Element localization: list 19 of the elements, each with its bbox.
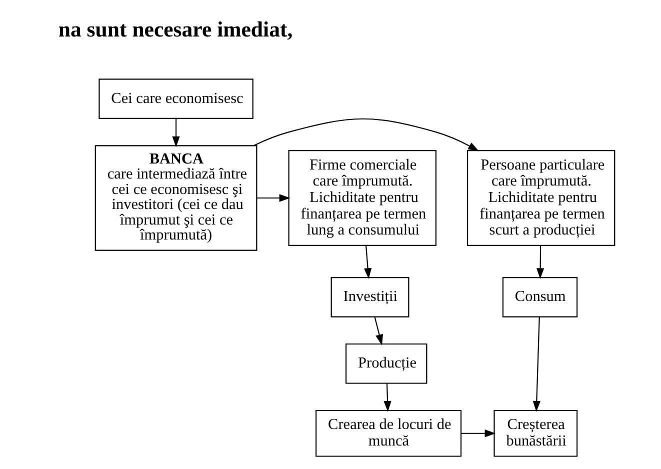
node-box: Cei care economisesc bbox=[98, 78, 254, 119]
arrow bbox=[172, 118, 180, 148]
node-box: BANCA care intermediază între cei ce economisesc şi investitori (cei ce dau împrumut şi cei ce împrumută) bbox=[94, 145, 258, 251]
arrow bbox=[374, 316, 383, 346]
node-box: Consum bbox=[502, 277, 578, 318]
node-box: Crearea de locuri de muncă bbox=[316, 410, 462, 457]
arrow bbox=[536, 246, 544, 280]
node-box: Producție bbox=[345, 343, 428, 384]
arrow bbox=[532, 316, 540, 412]
arrow bbox=[461, 430, 496, 438]
node-box: Persoane particulare care împrumută. Lichiditate pentru finanțarea pe termen scurt a producției bbox=[466, 150, 616, 246]
arrow bbox=[384, 384, 392, 412]
label: na sunt necesare imediat, bbox=[58, 18, 293, 42]
arrow bbox=[254, 118, 480, 152]
node-box: Firme comerciale care împrumută. Lichiditate pentru finanțarea pe termen lung a consumului bbox=[288, 150, 436, 246]
node-box: Investiții bbox=[330, 277, 410, 318]
arrow bbox=[364, 246, 372, 280]
node-box: Creșterea bunăstării bbox=[494, 410, 578, 457]
arrow bbox=[256, 194, 290, 202]
